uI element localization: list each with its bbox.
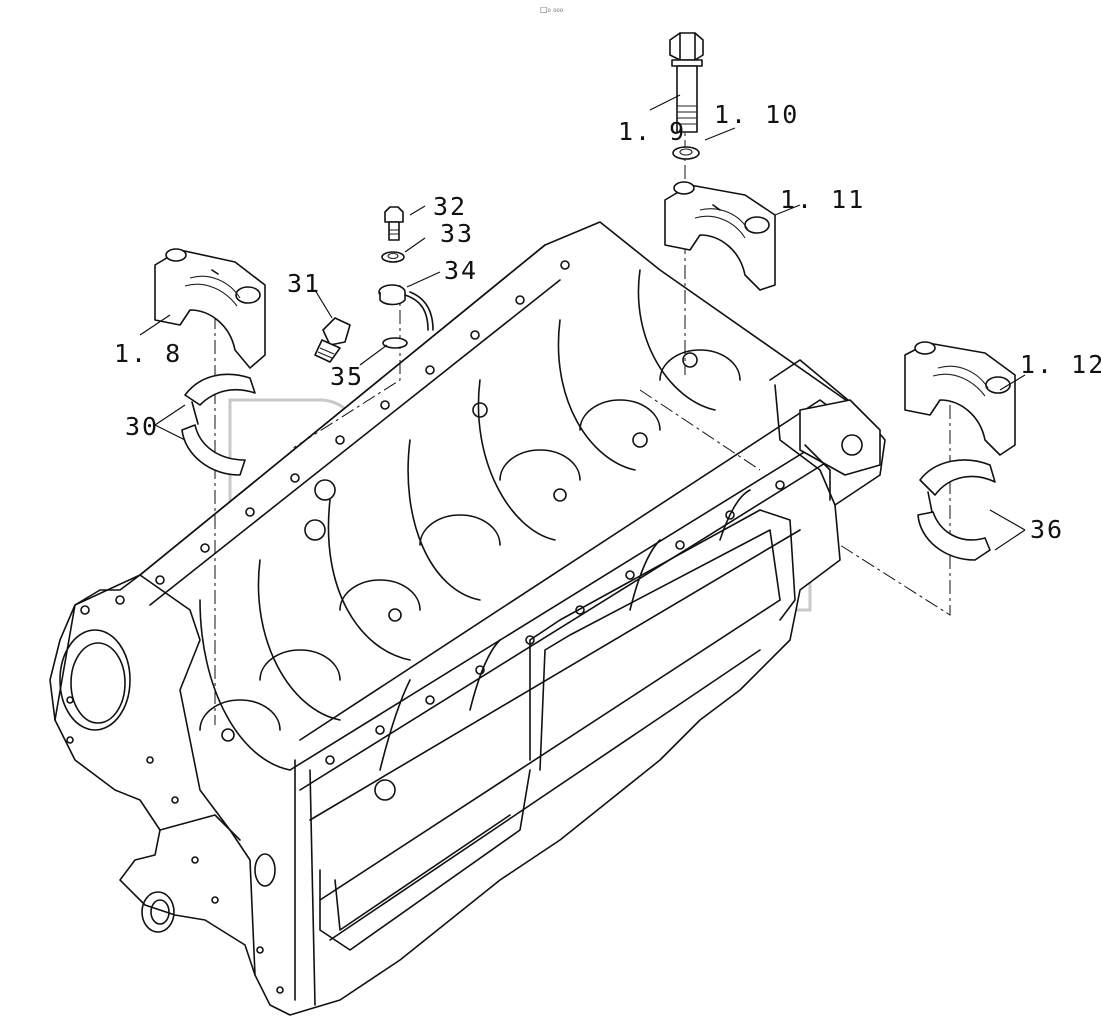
part-1-10-washer [672,146,700,160]
part-1-9-bolt [669,32,704,133]
callout-30: 30 [125,412,159,441]
callout-36: 36 [1030,515,1064,544]
bearing-webs [199,269,741,771]
part-1-12-bearing-cap [904,341,1016,456]
part-31-fitting [314,317,351,363]
part-1-11-bearing-cap [664,181,776,291]
leader-lines [139,94,1026,551]
part-32-bolt [384,206,404,241]
callout-35: 35 [330,362,364,391]
part-35-oring [382,337,408,349]
callout-1-10: 1. 10 [714,100,799,129]
callout-1-11: 1. 11 [780,185,865,214]
part-36-bearing-shells [917,459,996,561]
cylinder-block [49,221,886,1016]
callout-33: 33 [440,219,474,248]
callout-34: 34 [444,256,478,285]
callout-1-9: 1. 9 [618,117,686,146]
part-1-8-bearing-cap [154,248,266,369]
callout-32: 32 [433,192,467,221]
part-33-washer [381,251,405,263]
part-34-piston-cooling-jet [378,284,434,331]
callout-1-8: 1. 8 [114,339,182,368]
callout-labels: 1. 9 1. 10 1. 11 1. 8 30 31 32 33 34 35 … [114,100,1101,544]
bolt-holes [66,260,785,994]
callout-1-12: 1. 12 [1020,350,1101,379]
part-30-bearing-shells [181,373,256,476]
callout-31: 31 [287,269,321,298]
header-mark: □₀ ₀₀₀ [540,5,563,14]
